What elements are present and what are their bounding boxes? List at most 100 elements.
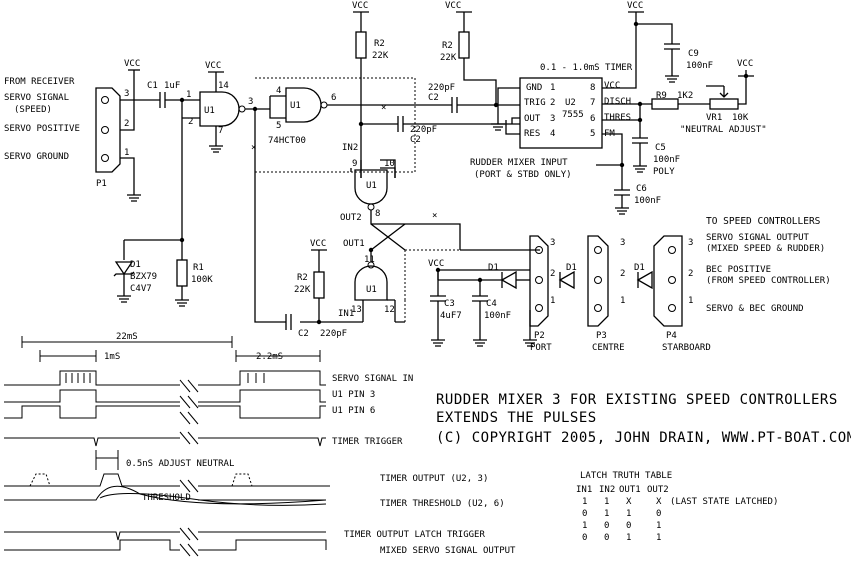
title-line-2: EXTENDS THE PULSES bbox=[436, 410, 597, 426]
svg-text:0: 0 bbox=[604, 533, 609, 543]
svg-text:9: 9 bbox=[352, 159, 357, 169]
p1-connector-body bbox=[95, 87, 121, 173]
latch-out2-label: OUT2 bbox=[340, 213, 362, 223]
nand-gate-u1b: 4 5 U1 74HCT00 6 bbox=[255, 77, 452, 173]
svg-text:VCC: VCC bbox=[310, 239, 326, 249]
timing-diagram: 22mS 1mS 2.2mS SERVO SIGNAL IN U1 PIN 3 … bbox=[4, 332, 516, 557]
svg-text:VCC: VCC bbox=[428, 259, 444, 269]
svg-text:THRESHOLD: THRESHOLD bbox=[142, 493, 191, 503]
svg-text:2: 2 bbox=[188, 117, 193, 127]
svg-text:VCC: VCC bbox=[737, 59, 753, 69]
svg-text:TIMER OUTPUT (U2, 3): TIMER OUTPUT (U2, 3) bbox=[380, 474, 488, 484]
zener-d1-symbol bbox=[114, 261, 134, 276]
svg-text:22K: 22K bbox=[294, 285, 311, 295]
tt-header-out2: OUT2 bbox=[647, 485, 669, 495]
svg-text:DISCH: DISCH bbox=[604, 97, 631, 107]
svg-text:CENTRE: CENTRE bbox=[592, 343, 625, 353]
svg-text:2: 2 bbox=[550, 269, 555, 279]
svg-text:(LAST STATE LATCHED): (LAST STATE LATCHED) bbox=[670, 497, 778, 507]
svg-text:VCC: VCC bbox=[627, 1, 643, 11]
svg-text:22mS: 22mS bbox=[116, 332, 138, 342]
svg-text:1uF: 1uF bbox=[164, 81, 180, 91]
servo-signal-label: SERVO SIGNAL bbox=[4, 93, 69, 103]
svg-text:STARBOARD: STARBOARD bbox=[662, 343, 711, 353]
svg-text:4: 4 bbox=[276, 86, 281, 96]
svg-text:VCC: VCC bbox=[205, 61, 221, 71]
resistor-r2-top: VCC R2 22K × 220pF C2 IN2 bbox=[342, 1, 520, 178]
timer-title: 0.1 - 1.0mS TIMER bbox=[540, 63, 633, 73]
svg-text:2: 2 bbox=[550, 98, 555, 108]
svg-text:3: 3 bbox=[550, 238, 555, 248]
svg-text:100K: 100K bbox=[191, 275, 213, 285]
p1-pin-1 bbox=[101, 154, 109, 162]
rudder-input-label-1: RUDDER MIXER INPUT bbox=[470, 158, 568, 168]
svg-text:U1: U1 bbox=[290, 101, 301, 111]
svg-text:0: 0 bbox=[656, 509, 661, 519]
svg-text:C2: C2 bbox=[410, 135, 421, 145]
svg-text:D1: D1 bbox=[488, 263, 499, 273]
speed-label: (SPEED) bbox=[14, 105, 52, 115]
latch-in2-label: IN2 bbox=[342, 143, 358, 153]
svg-text:22K: 22K bbox=[440, 53, 457, 63]
svg-text:1: 1 bbox=[582, 521, 587, 531]
vcc-p1: VCC bbox=[124, 59, 140, 69]
latch-out1-label: OUT1 bbox=[343, 239, 365, 249]
from-receiver-label: FROM RECEIVER bbox=[4, 77, 75, 87]
svg-text:1: 1 bbox=[688, 296, 693, 306]
svg-text:1: 1 bbox=[626, 509, 631, 519]
output-section: VCC C3 4uF7 C4 100nF D1 D1 D1 3 2 1 P2 P… bbox=[428, 216, 831, 353]
svg-text:D1: D1 bbox=[566, 263, 577, 273]
svg-text:×: × bbox=[251, 143, 256, 153]
svg-text:C3: C3 bbox=[444, 299, 455, 309]
to-speed-controllers: TO SPEED CONTROLLERS bbox=[706, 216, 821, 227]
svg-text:TIMER THRESHOLD (U2, 6): TIMER THRESHOLD (U2, 6) bbox=[380, 499, 505, 509]
p1-pin1-num: 1 bbox=[124, 148, 129, 158]
svg-text:7: 7 bbox=[590, 98, 595, 108]
svg-text:BEC POSITIVE: BEC POSITIVE bbox=[706, 265, 771, 275]
svg-text:14: 14 bbox=[218, 81, 229, 91]
svg-text:VCC: VCC bbox=[445, 1, 461, 11]
svg-text:×: × bbox=[432, 211, 437, 221]
svg-text:22K: 22K bbox=[372, 51, 389, 61]
svg-text:VCC: VCC bbox=[604, 81, 620, 91]
title-line-3: (C) COPYRIGHT 2005, JOHN DRAIN, WWW.PT-B… bbox=[436, 430, 851, 446]
p1-pin2-num: 2 bbox=[124, 119, 129, 129]
svg-text:3: 3 bbox=[620, 238, 625, 248]
svg-text:2.2mS: 2.2mS bbox=[256, 352, 283, 362]
svg-text:×: × bbox=[381, 103, 386, 113]
timer-output-wire bbox=[511, 117, 520, 124]
svg-text:4: 4 bbox=[550, 129, 555, 139]
latch-nand-gates: 9 10 U1 8 OUT2 × OUT1 11 U1 13 12 IN1 C2… bbox=[251, 143, 461, 339]
ground-symbol-p1 bbox=[127, 194, 141, 202]
svg-text:C4: C4 bbox=[486, 299, 497, 309]
svg-text:X: X bbox=[626, 497, 632, 507]
svg-text:3: 3 bbox=[688, 238, 693, 248]
svg-text:5: 5 bbox=[276, 121, 281, 131]
svg-text:2: 2 bbox=[620, 269, 625, 279]
p1-pin-2 bbox=[101, 126, 109, 134]
svg-text:100nF: 100nF bbox=[653, 155, 680, 165]
svg-text:P4: P4 bbox=[666, 331, 677, 341]
svg-text:220pF: 220pF bbox=[428, 83, 455, 93]
svg-text:RES: RES bbox=[524, 129, 540, 139]
svg-text:1: 1 bbox=[550, 83, 555, 93]
svg-text:12: 12 bbox=[384, 305, 395, 315]
svg-text:1: 1 bbox=[620, 296, 625, 306]
svg-text:8: 8 bbox=[590, 83, 595, 93]
svg-text:1: 1 bbox=[626, 533, 631, 543]
zener-d1-part: BZX79 bbox=[130, 272, 157, 282]
svg-text:D1: D1 bbox=[634, 263, 645, 273]
svg-text:220pF: 220pF bbox=[410, 125, 437, 135]
svg-text:13: 13 bbox=[351, 305, 362, 315]
svg-text:0: 0 bbox=[582, 533, 587, 543]
diagram-title: RUDDER MIXER 3 FOR EXISTING SPEED CONTRO… bbox=[436, 392, 851, 446]
svg-text:P3: P3 bbox=[596, 331, 607, 341]
svg-text:C5: C5 bbox=[655, 143, 666, 153]
svg-text:6: 6 bbox=[590, 114, 595, 124]
svg-text:7555: 7555 bbox=[562, 110, 584, 120]
svg-text:6: 6 bbox=[331, 93, 336, 103]
latch-truth-table: LATCH TRUTH TABLE IN1 IN2 OUT1 OUT2 1 1 … bbox=[576, 471, 778, 543]
svg-text:SERVO SIGNAL OUTPUT: SERVO SIGNAL OUTPUT bbox=[706, 233, 810, 243]
svg-text:1: 1 bbox=[550, 296, 555, 306]
svg-text:U1: U1 bbox=[204, 106, 215, 116]
